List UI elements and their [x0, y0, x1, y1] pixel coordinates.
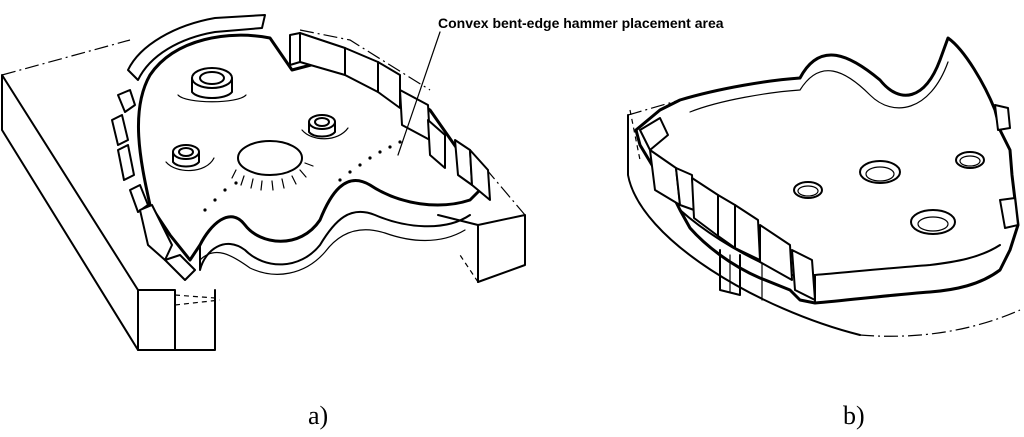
- holes-b: [793, 151, 985, 235]
- die-block-a: [1, 29, 526, 351]
- subfigure-label-b: b): [843, 401, 865, 430]
- flange-outline-a: [136, 33, 482, 275]
- bent-walls-b: [639, 104, 1019, 301]
- callout-leader: [397, 31, 441, 156]
- diagram-b: [627, 36, 1021, 337]
- bosses-a: [165, 67, 349, 191]
- bent-walls-a: [111, 14, 491, 281]
- diagram-a: [1, 14, 526, 351]
- plate-b: [634, 36, 1020, 305]
- placement-area-dots: [203, 140, 402, 212]
- callout-label: Convex bent-edge hammer placement area: [438, 15, 724, 31]
- subfigure-label-a: a): [308, 401, 328, 430]
